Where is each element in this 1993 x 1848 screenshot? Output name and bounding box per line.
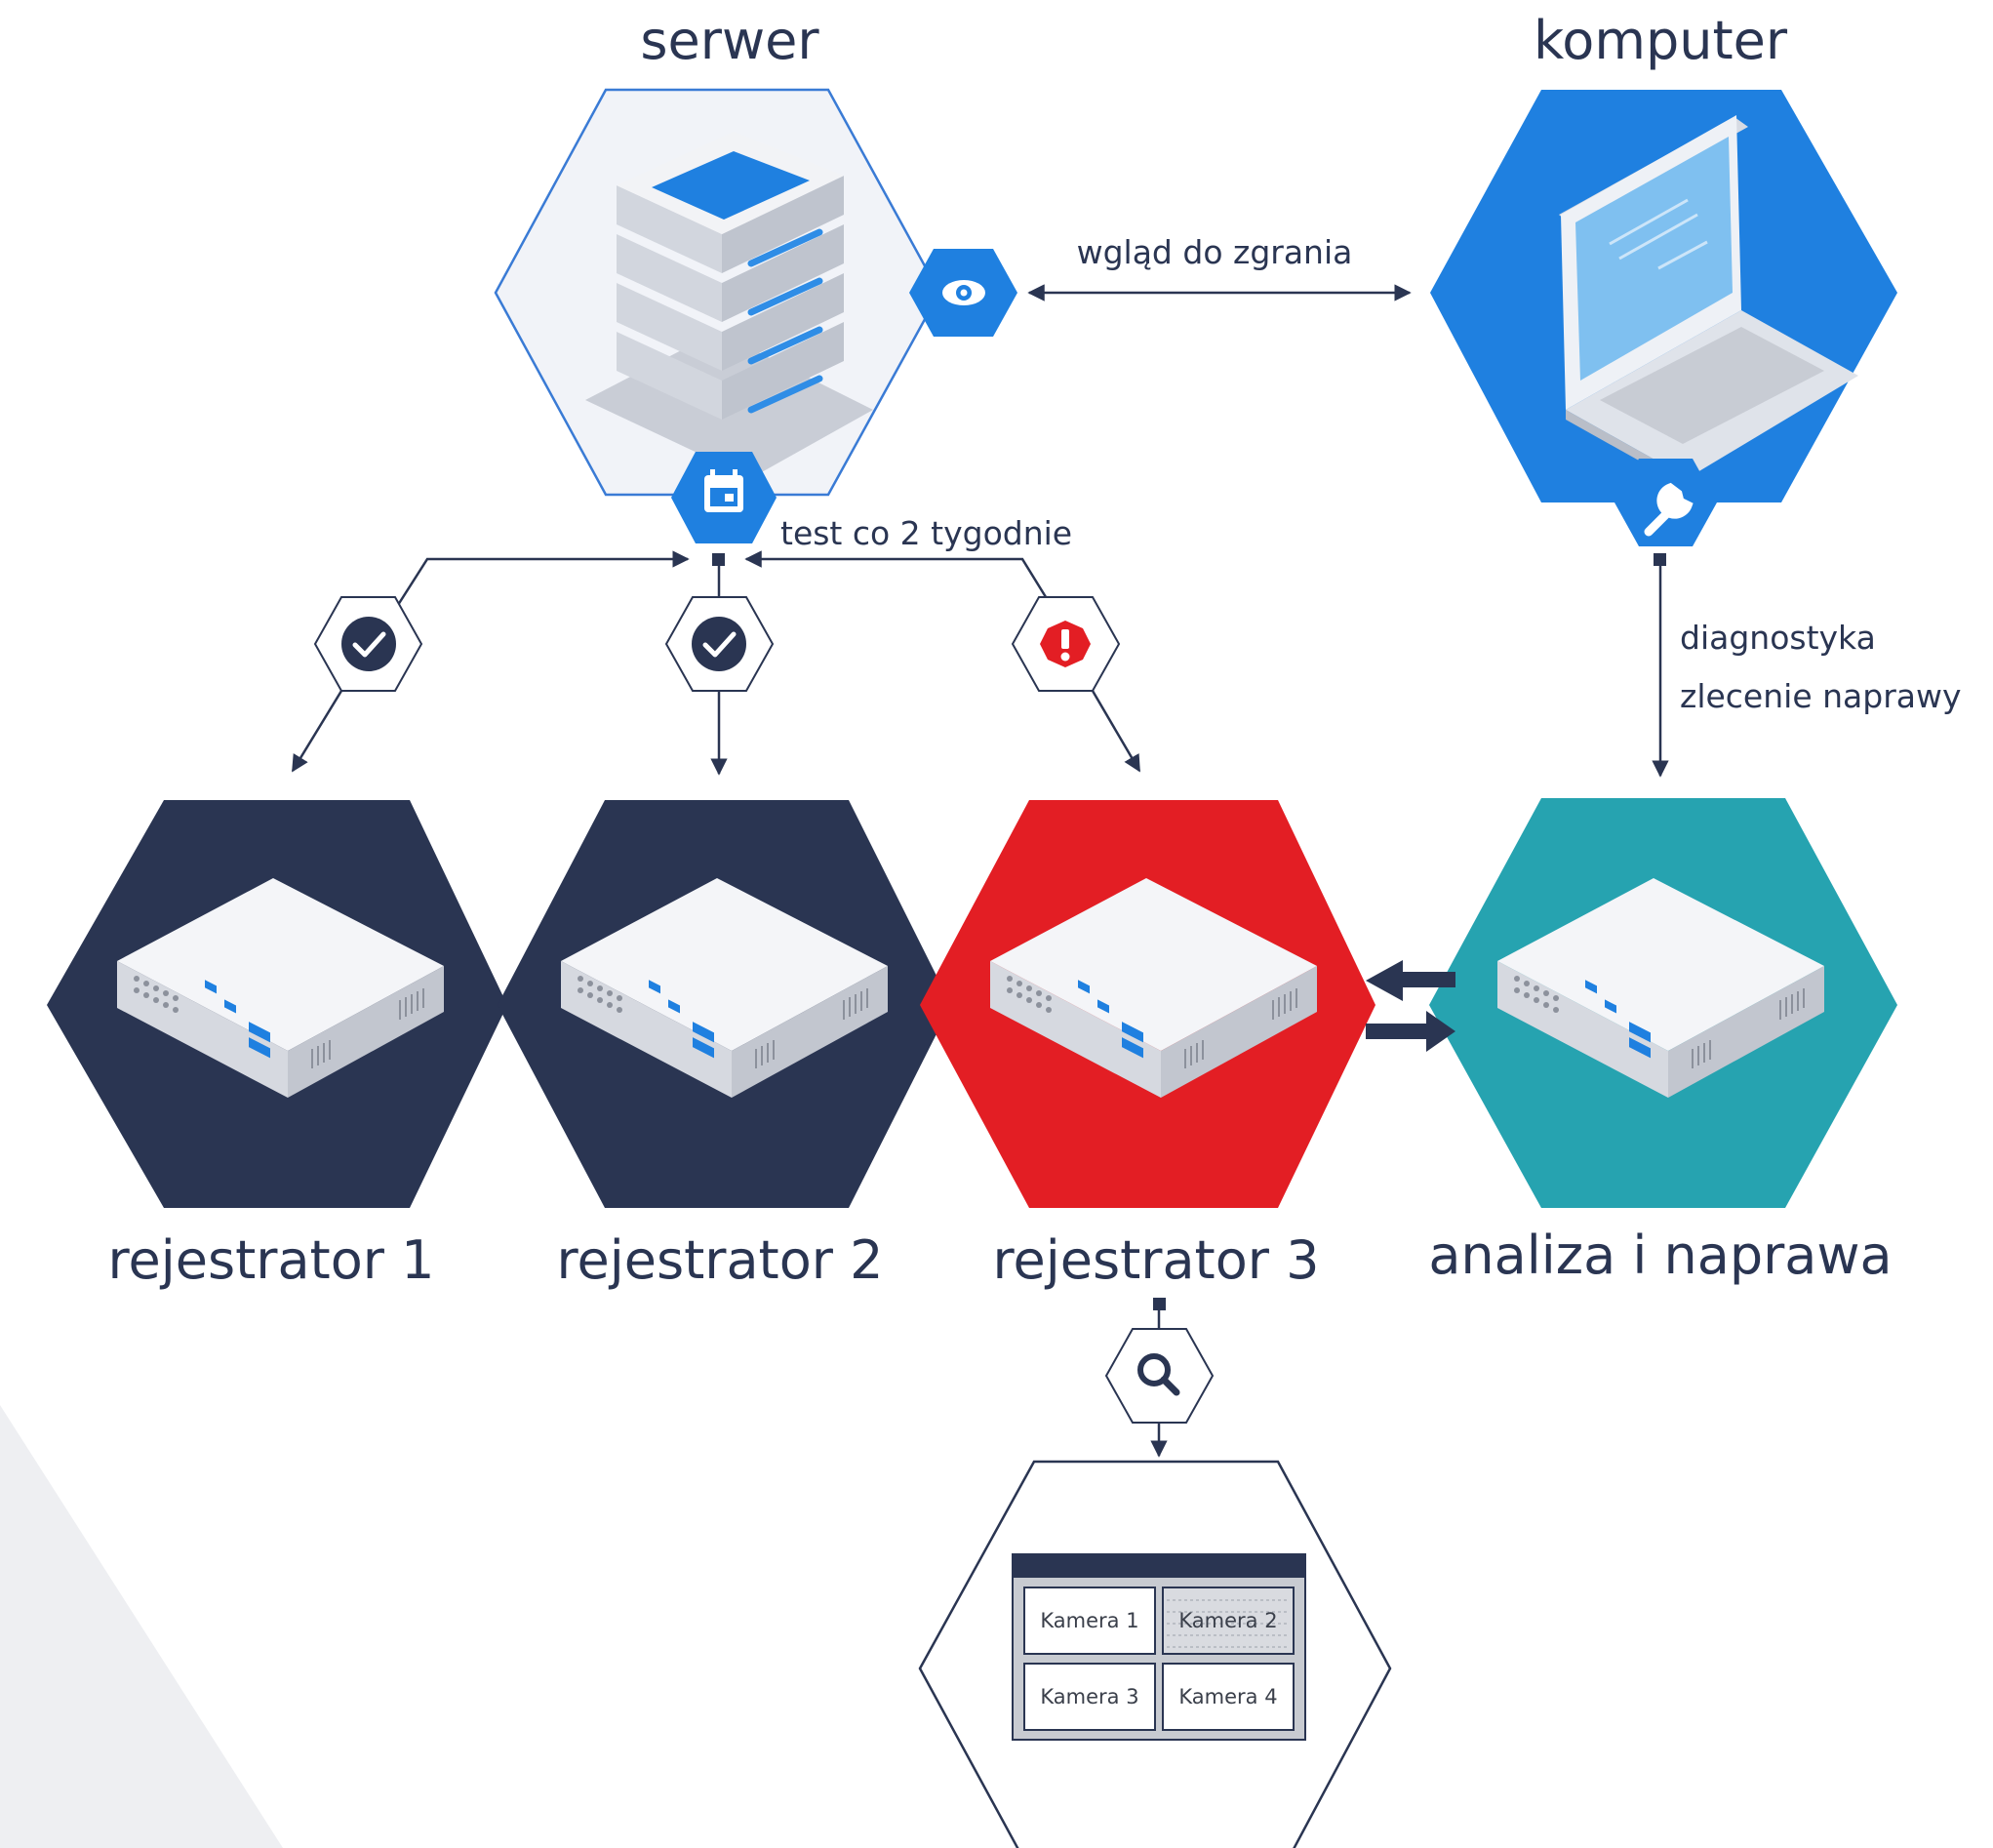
server-label: serwer bbox=[640, 10, 819, 71]
recorder-3-node[interactable]: rejestrator 3 bbox=[920, 800, 1375, 1291]
connector-node bbox=[1654, 553, 1666, 566]
edge-to-recorder1 bbox=[291, 690, 343, 773]
check-icon bbox=[692, 617, 746, 671]
repair-node[interactable]: analiza i naprawa bbox=[1428, 798, 1897, 1286]
camera-3-label: Kamera 3 bbox=[1040, 1685, 1138, 1708]
connector-node bbox=[1153, 1298, 1166, 1310]
connector-node bbox=[712, 553, 725, 566]
camera-tile-1[interactable]: Kamera 1 bbox=[1023, 1587, 1156, 1655]
server-icon bbox=[585, 132, 873, 478]
computer-label: komputer bbox=[1534, 10, 1788, 71]
exchange-arrows bbox=[1366, 960, 1455, 1052]
edge-server-recorder3-top bbox=[744, 550, 1053, 606]
recorder-3-label: rejestrator 3 bbox=[993, 1229, 1320, 1291]
recorder-1-node[interactable]: rejestrator 1 bbox=[47, 800, 507, 1291]
camera-grid-titlebar bbox=[1013, 1554, 1305, 1578]
camera-tile-4[interactable]: Kamera 4 bbox=[1162, 1663, 1295, 1731]
check-badge-1 bbox=[313, 596, 423, 692]
check-icon bbox=[341, 617, 396, 671]
calendar-icon bbox=[671, 452, 777, 543]
computer-node[interactable]: komputer bbox=[1430, 10, 1897, 546]
camera-view-node[interactable]: Kamera 1 Kamera 2 Kamera 3 Kamera 4 bbox=[918, 1460, 1392, 1848]
camera-2-label: Kamera 2 bbox=[1178, 1609, 1277, 1632]
camera-1-label: Kamera 1 bbox=[1040, 1609, 1138, 1632]
alert-badge-3 bbox=[1011, 596, 1121, 692]
diagnostics-label-1: diagnostyka bbox=[1680, 619, 1876, 657]
recorder-1-label: rejestrator 1 bbox=[108, 1229, 435, 1291]
check-badge-2 bbox=[664, 596, 775, 692]
recorder-2-label: rejestrator 2 bbox=[557, 1229, 884, 1291]
repair-label: analiza i naprawa bbox=[1428, 1225, 1892, 1286]
recorder-2-node[interactable]: rejestrator 2 bbox=[498, 800, 951, 1291]
search-badge bbox=[1104, 1328, 1215, 1424]
edge-to-recorder3 bbox=[1091, 690, 1141, 773]
background-wedge bbox=[0, 1405, 283, 1848]
test-label: test co 2 tygodnie bbox=[780, 514, 1072, 552]
camera-tile-3[interactable]: Kamera 3 bbox=[1023, 1663, 1156, 1731]
wrench-icon bbox=[1614, 459, 1717, 546]
eye-icon bbox=[909, 249, 1017, 337]
camera-tile-2[interactable]: Kamera 2 bbox=[1162, 1587, 1295, 1655]
server-node[interactable]: serwer bbox=[494, 10, 1017, 543]
laptop-icon bbox=[1559, 115, 1858, 488]
edge-server-recorder1-top bbox=[396, 550, 690, 606]
camera-4-label: Kamera 4 bbox=[1178, 1685, 1277, 1708]
diagnostics-label-2: zlecenie naprawy bbox=[1680, 677, 1962, 715]
edge-server-computer-label: wgląd do zgrania bbox=[1077, 233, 1353, 271]
search-icon bbox=[1137, 1353, 1180, 1396]
